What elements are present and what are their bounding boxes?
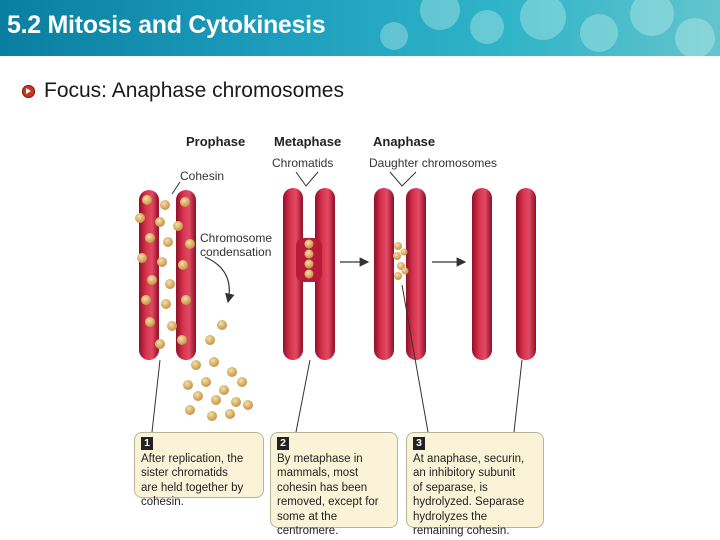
caption-line: hydrolyzes the [413,510,524,525]
caption-pointer [296,360,310,432]
condensation-arrow [205,257,229,302]
caption-line: centromere. [277,524,379,539]
phase-label-anaphase: Anaphase [373,134,435,149]
caption-box-2: 2 By metaphase in mammals, most cohesin … [270,432,398,528]
caption-number: 1 [141,437,153,450]
chromatids-pointer [296,172,318,186]
caption-line: of separase, is [413,481,524,496]
cohesin-label: Cohesin [180,169,224,183]
caption-line: After replication, the [141,452,243,467]
caption-line: cohesin. [141,495,243,510]
caption-line: some at the [277,510,379,525]
caption-line: cohesin has been [277,481,379,496]
caption-pointer [514,360,522,432]
chromatids-label: Chromatids [272,156,333,170]
caption-line: mammals, most [277,466,379,481]
prophase-chromosome [139,190,196,360]
caption-line: are held together by [141,481,243,496]
daughter-chromosome [472,188,536,360]
phase-label-metaphase: Metaphase [274,134,341,149]
caption-number: 3 [413,437,425,450]
caption-line: By metaphase in [277,452,379,467]
caption-line: hydrolyzed. Separase [413,495,524,510]
caption-line: remaining cohesin. [413,524,524,539]
caption-box-3: 3 At anaphase, securin, an inhibitory su… [406,432,544,528]
caption-box-1: 1 After replication, the sister chromati… [134,432,264,498]
daughter-pointer [390,172,416,186]
cohesin-pointer [172,182,180,194]
phase-label-prophase: Prophase [186,134,245,149]
caption-line: sister chromatids [141,466,243,481]
caption-line: removed, except for [277,495,379,510]
condensation-label-line2: condensation [200,245,271,259]
condensation-label-line1: Chromosome [200,231,272,245]
caption-line: At anaphase, securin, [413,452,524,467]
caption-pointer [152,360,160,432]
caption-number: 2 [277,437,289,450]
caption-line: an inhibitory subunit [413,466,524,481]
daughter-chromosomes-label: Daughter chromosomes [369,156,497,170]
